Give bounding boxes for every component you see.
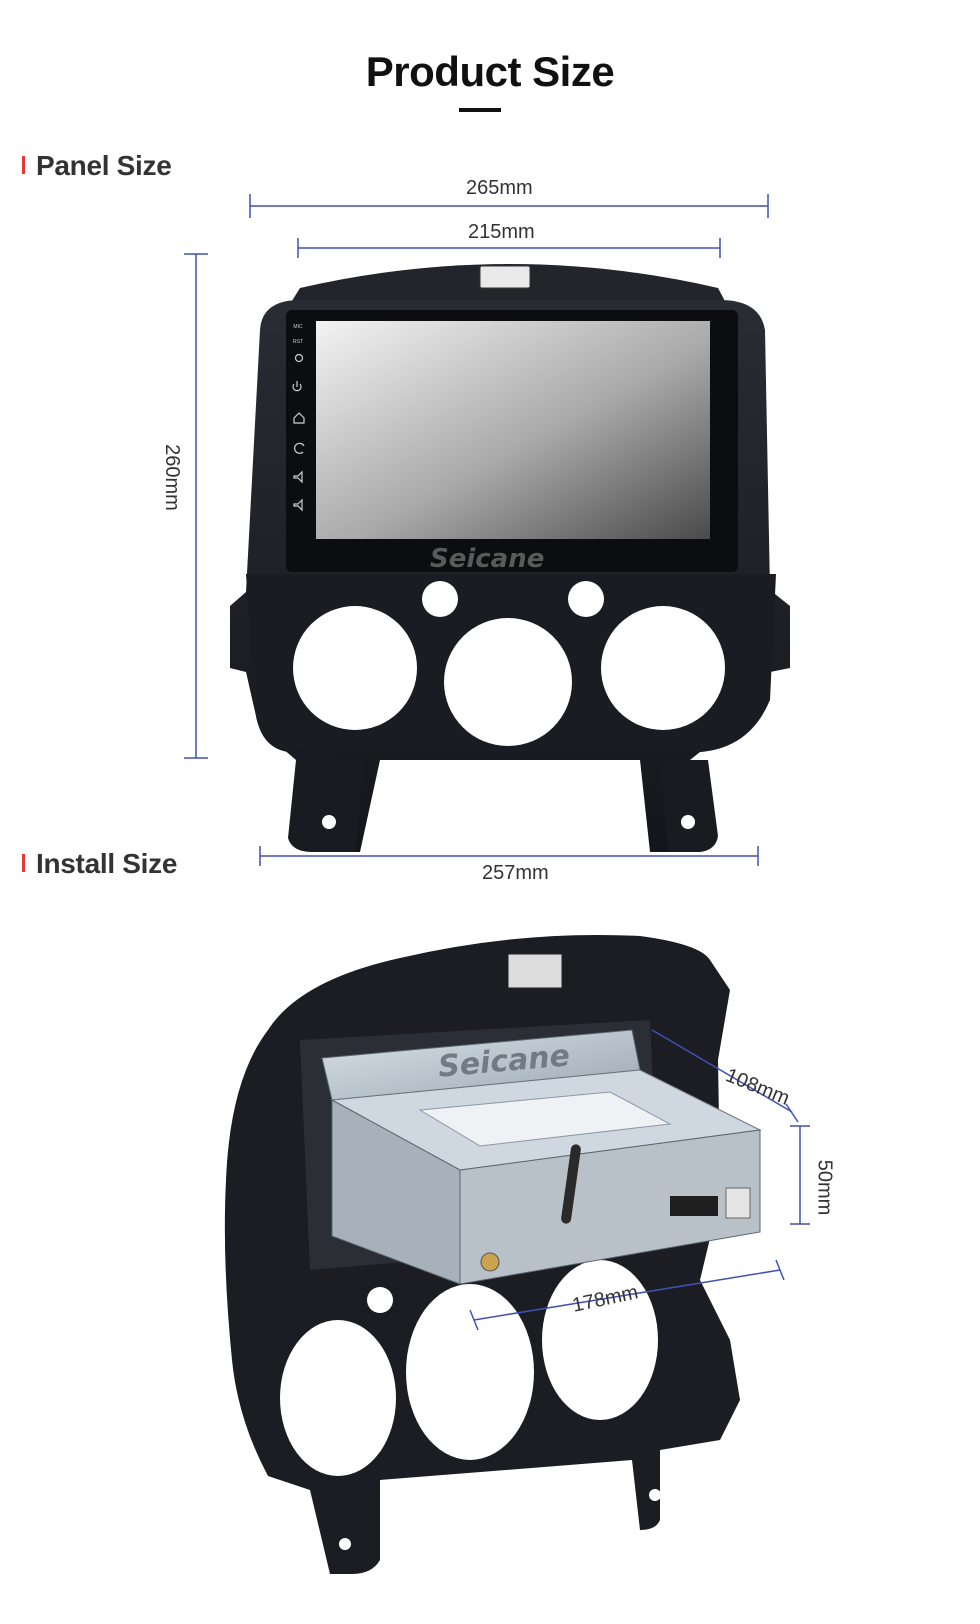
dim-bottom-width: 257mm xyxy=(482,862,549,884)
panel-dimension-lines xyxy=(184,194,769,866)
panel-size-heading: Panel Size xyxy=(22,150,172,182)
dim-height: 260mm xyxy=(160,444,183,511)
dim-screen-width: 215mm xyxy=(468,221,535,243)
install-view xyxy=(224,934,762,1574)
title-underline xyxy=(459,108,501,112)
panel-size-label: Panel Size xyxy=(36,150,172,181)
dim-outer-width: 265mm xyxy=(466,177,533,199)
section-marker xyxy=(22,854,25,872)
svg-text:MIC: MIC xyxy=(293,324,303,330)
section-marker xyxy=(22,156,25,174)
panel-front-view: MIC RST xyxy=(230,264,790,852)
brand-logo-panel: Seicane xyxy=(430,544,545,574)
install-size-heading: Install Size xyxy=(22,848,178,880)
install-size-label: Install Size xyxy=(36,848,178,879)
page-title: Product Size xyxy=(365,48,615,95)
svg-text:RST: RST xyxy=(293,339,303,345)
dim-install-height: 50mm xyxy=(813,1159,836,1216)
install-dimension-lines xyxy=(469,1029,810,1331)
